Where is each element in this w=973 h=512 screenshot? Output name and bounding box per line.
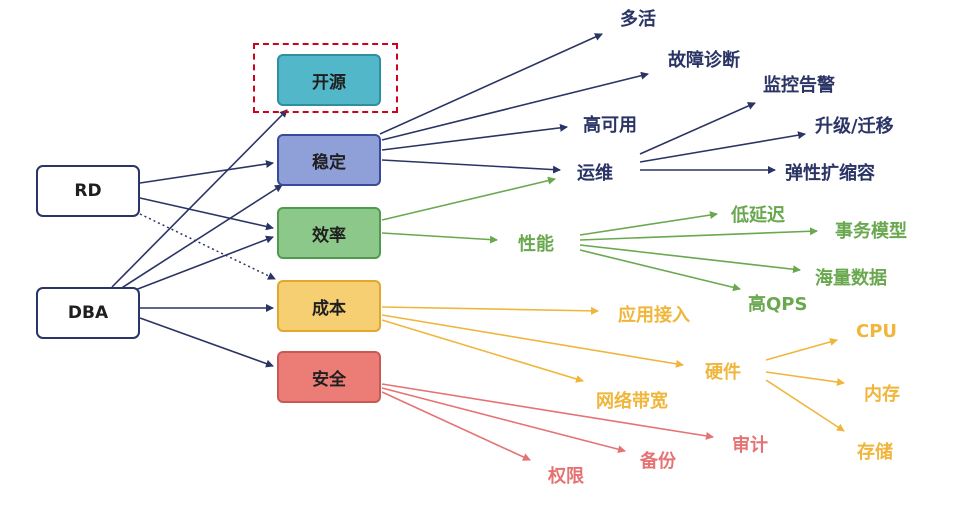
label-app-access: 应用接入 [618,305,690,326]
arrow-efficiency-ops [381,176,556,221]
label-massive-data: 海量数据 [815,268,887,289]
label-performance: 性能 [518,234,554,255]
category-stability[interactable]: 稳定 [277,134,381,186]
label-ops: 运维 [577,163,613,184]
arrow-ops-monitoring [639,102,756,155]
label-storage: 存储 [857,442,893,463]
arrow-performance-high-qps [579,249,741,292]
arrow-hardware-storage [765,379,845,432]
category-cost[interactable]: 成本 [277,280,381,332]
arrow-performance-low-latency [579,211,718,236]
arrow-stability-high-availability [381,123,568,151]
label-elastic-scaling: 弹性扩缩容 [785,163,875,184]
label-audit: 审计 [732,435,768,456]
label-high-availability: 高可用 [583,115,637,136]
label-monitoring: 监控告警 [763,75,835,96]
role-dba[interactable]: DBA [36,287,140,339]
label-bandwidth: 网络带宽 [596,391,668,412]
label-multi-active: 多活 [620,9,656,30]
arrow-hardware-memory [765,371,845,386]
label-fault-diagnosis: 故障诊断 [668,50,740,71]
open-source-highlight-frame [253,43,398,113]
arrow-rd-stability [139,160,274,184]
arrow-performance-massive-data [579,244,801,274]
label-memory: 内存 [864,384,900,405]
category-open-source[interactable]: 开源 [277,54,381,106]
arrow-dba-security [139,317,274,368]
arrow-stability-fault-diagnosis [381,71,649,141]
arrow-ops-upgrade [639,131,806,163]
label-transaction-model: 事务模型 [835,221,907,242]
arrow-dba-efficiency [129,235,274,293]
arrow-hardware-cpu [765,338,838,361]
arrow-stability-ops [381,159,561,174]
arrow-cost-app-access [381,306,599,315]
label-backup: 备份 [640,451,676,472]
label-hardware: 硬件 [705,362,741,383]
arrow-cost-bandwidth [381,319,584,383]
arrow-rd-efficiency [139,197,274,231]
category-security[interactable]: 安全 [277,351,381,403]
label-permission: 权限 [548,466,584,487]
label-high-qps: 高QPS [748,294,808,315]
label-cpu: CPU [856,321,898,342]
role-rd[interactable]: RD [36,165,140,217]
arrow-security-backup [381,387,626,454]
category-efficiency[interactable]: 效率 [277,207,381,259]
arrow-dba-stability [119,184,283,290]
arrow-stability-multi-active [379,33,603,135]
arrow-security-permission [381,391,531,461]
arrow-security-audit [381,383,714,440]
arrow-efficiency-performance [381,232,498,244]
label-upgrade-migration: 升级/迁移 [815,116,894,137]
arrow-dba-open-source [111,109,288,288]
label-low-latency: 低延迟 [731,205,785,226]
arrow-cost-hardware [381,314,684,368]
arrow-performance-transaction [579,227,818,241]
